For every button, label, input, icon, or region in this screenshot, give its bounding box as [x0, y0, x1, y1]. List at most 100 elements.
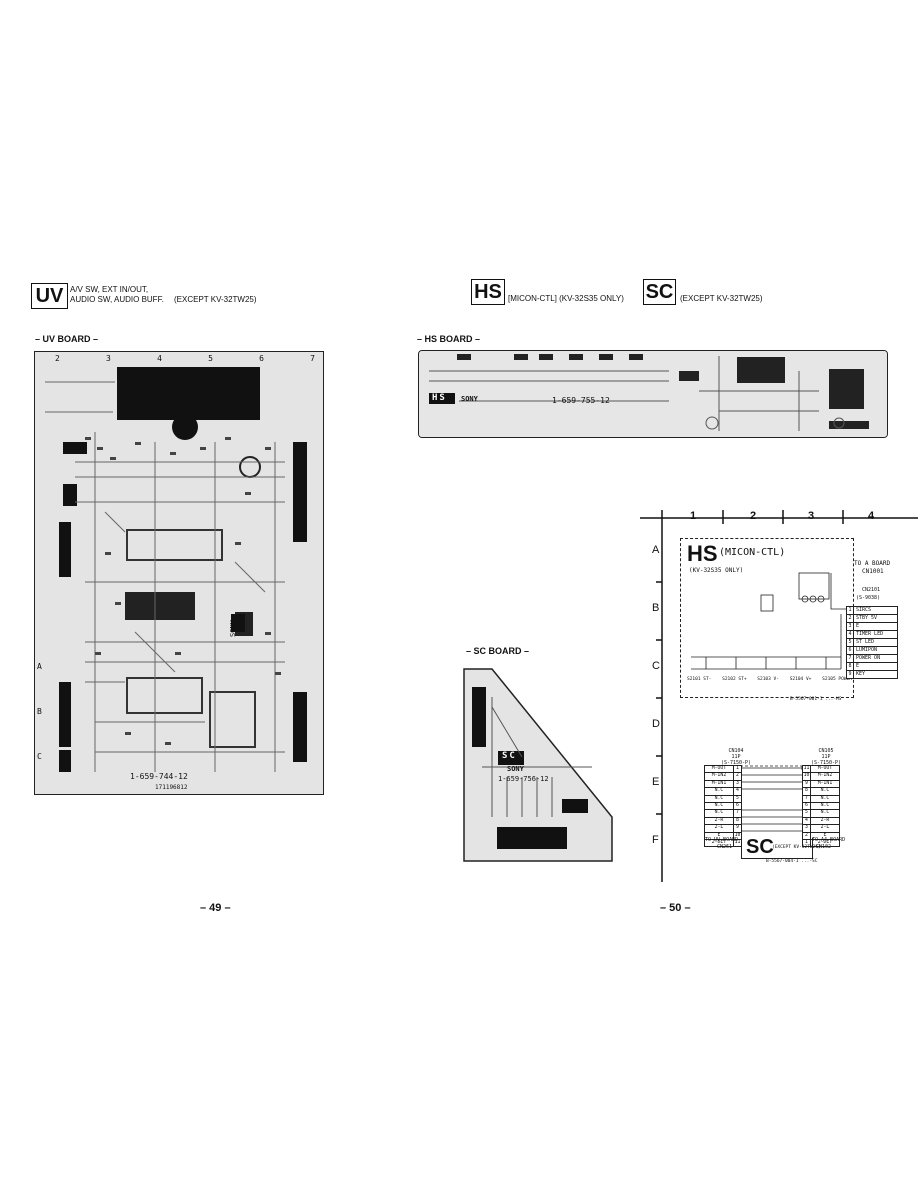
grid-row-labels: A B C D E F	[652, 540, 666, 870]
sc-silk-logo: SC	[502, 751, 517, 761]
hs-pin-row: 3 E	[847, 623, 897, 631]
hs-schem-switches: S2101 ST- S2102 ST+ S2103 V- S2104 V+ S2…	[687, 677, 852, 682]
sc-section-desc: (EXCEPT KV-32TW25)	[680, 294, 763, 303]
hs-pin-sig: KEY	[856, 671, 866, 677]
hs-pin-num: 4	[847, 631, 854, 638]
hs-pin-num: 8	[847, 663, 854, 670]
sc-to-right: TO A4 BOARD CN102	[812, 837, 845, 851]
hs-pin-row: 5 ST LED	[847, 639, 897, 647]
hs-board-pcb: HS SONY 1-659-755-12	[418, 350, 888, 438]
hs-pin-row: 4 TIMER LED	[847, 631, 897, 639]
uv-section-box: UV	[31, 283, 68, 309]
uv-desc-line1: A/V SW, EXT IN/OUT,	[70, 285, 149, 294]
hs-switch-1: S2101 ST-	[687, 677, 712, 682]
right-page-number: – 50 –	[660, 902, 691, 914]
sc-to-left-conn: CN261	[717, 844, 733, 850]
sc-cn-right-name: CN105	[818, 748, 834, 754]
hs-to-board: TO A BOARD	[854, 560, 891, 567]
uv-coord-c: C	[37, 752, 42, 761]
hs-pin-row: 7 POWER ON	[847, 655, 897, 663]
uv-board-pcb: 2 3 4 5 6 7 A B C SONY 1-659-744-12 1711…	[34, 351, 324, 795]
hs-section-box: HS	[471, 279, 505, 305]
sc-to-left-label: TO UV BOARD	[705, 837, 739, 843]
uv-board-artwork	[35, 352, 323, 794]
sc-schem-footnote: B-5567-004-1 ...-SC	[766, 859, 818, 864]
hs-pin-sig: TIMER LED	[856, 631, 884, 637]
grid-col-3: 3	[808, 510, 815, 522]
hs-pin-num: 5	[847, 639, 854, 646]
sc-cn-right: CN105 11P (S-7150-P)	[806, 748, 846, 766]
grid-col-4: 4	[868, 510, 875, 522]
sc-board-title: – SC BOARD –	[466, 646, 530, 656]
uv-sony-logo: SONY	[229, 620, 237, 637]
sc-cn-left: CN104 11P (S-7150-P)	[716, 748, 756, 766]
uv-coord-2: 2	[55, 354, 60, 363]
grid-col-2: 2	[750, 510, 757, 522]
hs-board-title: – HS BOARD –	[417, 334, 481, 344]
uv-serial: 171196812	[155, 784, 188, 791]
uv-coord-3: 3	[106, 354, 111, 363]
uv-except-note: (EXCEPT KV-32TW25)	[174, 295, 257, 304]
hs-conn2: CN2101	[862, 587, 881, 593]
uv-coord-a: A	[37, 662, 42, 671]
uv-coord-6: 6	[259, 354, 264, 363]
hs-silk-logo: HS	[432, 393, 447, 403]
grid-row-c: C	[652, 660, 660, 672]
hs-pin-sig: E	[856, 623, 860, 629]
hs-pin-num: 2	[847, 615, 854, 622]
hs-pin-table: 1 SIRCS 2 STBY 5V 3 E 4 TIMER LED 5 ST L…	[846, 606, 898, 679]
uv-coord-4: 4	[157, 354, 162, 363]
hs-pin-sig: E	[856, 663, 860, 669]
hs-pin-row: 9 KEY	[847, 671, 897, 678]
hs-pin-sig: ST LED	[856, 639, 875, 645]
sc-board-artwork	[463, 668, 613, 862]
grid-row-b: B	[652, 602, 660, 614]
hs-schem-model: (KV-32S35 ONLY)	[689, 567, 744, 574]
hs-schem-title: HS	[687, 541, 718, 566]
hs-switch-2: S2102 ST+	[722, 677, 747, 682]
hs-pin-num: 7	[847, 655, 854, 662]
hs-pin-num: 9	[847, 671, 854, 678]
hs-pin-row: 6 LUMIPON	[847, 647, 897, 655]
uv-part-number: 1-659-744-12	[130, 772, 188, 781]
hs-pin-sig: LUMIPON	[856, 647, 878, 653]
sc-part-number: 1-659-756-12	[498, 775, 549, 783]
hs-schem-footnote: B-5567-001-1 ...-HS	[790, 697, 842, 702]
sc-cn-left-name: CN104	[728, 748, 744, 754]
sc-section-box: SC	[643, 279, 676, 305]
sc-schem-title-box: SC (EXCEPT KV-32TW25)	[741, 836, 821, 859]
left-page-number: – 49 –	[200, 902, 231, 914]
uv-section-desc: A/V SW, EXT IN/OUT, AUDIO SW, AUDIO BUFF…	[70, 285, 164, 305]
grid-row-f: F	[652, 834, 659, 846]
grid-col-labels: 1 2 3 4	[640, 510, 918, 524]
uv-desc-line2: AUDIO SW, AUDIO BUFF.	[70, 295, 164, 304]
hs-pin-num: 1	[847, 607, 854, 614]
hs-part-number: 1-659-755-12	[552, 396, 610, 405]
sc-to-right-conn: CN102	[816, 844, 832, 850]
hs-pin-sig: SIRCS	[856, 607, 872, 613]
hs-pin-row: 1 SIRCS	[847, 607, 897, 615]
sc-to-right-label: TO A4 BOARD	[812, 837, 846, 843]
grid-row-d: D	[652, 718, 660, 730]
grid-col-1: 1	[690, 510, 697, 522]
hs-conn: CN1001	[862, 568, 884, 575]
sc-board-pcb: SC SONY 1-659-756-12	[462, 667, 618, 863]
hs-board-artwork	[419, 351, 887, 437]
